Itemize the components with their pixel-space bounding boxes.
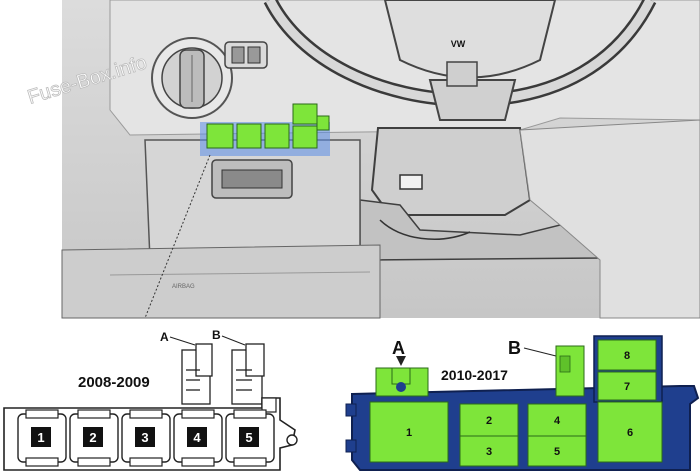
- fuse-label-old-3: 3: [141, 430, 148, 445]
- years-label-2010-2017: 2010-2017: [441, 367, 508, 383]
- fuse-slot-old-2: 2: [69, 409, 119, 467]
- fuse-label-new-2: 2: [486, 415, 492, 427]
- fuse-label-old-2: 2: [89, 430, 96, 445]
- connector-b-label-new: B: [508, 338, 521, 358]
- fuse-label-old-1: 1: [37, 430, 44, 445]
- connector-a-label-old: A: [160, 330, 169, 344]
- fuse-label-new-4: 4: [554, 415, 561, 427]
- fuse-label-old-5: 5: [245, 430, 252, 445]
- dimmer-switch: [224, 41, 268, 69]
- steering-wheel: VW: [263, 0, 657, 121]
- headlight-switch: [151, 37, 233, 119]
- steering-badge: VW: [451, 39, 466, 49]
- connector-b-label-old: B: [212, 328, 221, 342]
- fuse-slot-old-4: 4: [173, 409, 223, 467]
- fuse-slot-old-1: 1: [17, 409, 67, 467]
- fuse-number-box-old-5: [239, 427, 259, 447]
- fuse-label-new-8: 8: [624, 350, 630, 362]
- airbag-label: AIRBAG: [172, 284, 195, 290]
- photo-fuse-highlight: [200, 103, 330, 156]
- connector-a-label-new: A: [392, 338, 405, 358]
- fuse-label-new-6: 6: [627, 427, 633, 439]
- fuse-label-new-3: 3: [486, 446, 492, 458]
- lower-trim: [61, 244, 381, 319]
- column-cover: [370, 127, 532, 216]
- fuse-slot-new-7: 7: [597, 371, 657, 401]
- fuse-box-2008-2009: 2008-2009 A B 1 2 3 4 5: [3, 328, 298, 471]
- fuse-slot-old-5: 5: [225, 409, 275, 467]
- fuse-slot-new-5: 5: [527, 435, 587, 467]
- connector-a-new: [375, 356, 429, 397]
- fuse-slot-new-6: 6: [597, 401, 663, 463]
- fuse-box-2010-2017: 2010-2017 A B 1 2 3 4 5 6 7 8: [345, 335, 700, 471]
- connector-b-new: [555, 345, 585, 397]
- fuse-number-box-old-1: [31, 427, 51, 447]
- fuse-number-box-old-4: [187, 427, 207, 447]
- years-label-2008-2009: 2008-2009: [78, 374, 150, 391]
- fuse-label-new-5: 5: [554, 446, 560, 458]
- connector-b-old: [231, 343, 265, 405]
- dashboard-photo: VW AIRBAG: [25, 0, 700, 319]
- fuse-slot-new-1: 1: [369, 401, 449, 463]
- storage-handle: [211, 159, 293, 199]
- knee-panel: [144, 139, 361, 261]
- leader-line: [144, 154, 211, 319]
- fuse-label-new-1: 1: [406, 427, 412, 439]
- fuse-slot-old-3: 3: [121, 409, 171, 467]
- fuse-slot-new-3: 3: [459, 435, 519, 467]
- fuse-label-new-7: 7: [624, 381, 630, 393]
- fuse-number-box-old-3: [135, 427, 155, 447]
- connector-a-old: [181, 343, 213, 405]
- fuse-slot-new-8: 8: [597, 339, 657, 371]
- fuse-number-box-old-2: [83, 427, 103, 447]
- fuse-label-old-4: 4: [193, 430, 201, 445]
- fuse-slot-new-4: 4: [527, 403, 587, 437]
- fuse-slot-new-2: 2: [459, 403, 519, 437]
